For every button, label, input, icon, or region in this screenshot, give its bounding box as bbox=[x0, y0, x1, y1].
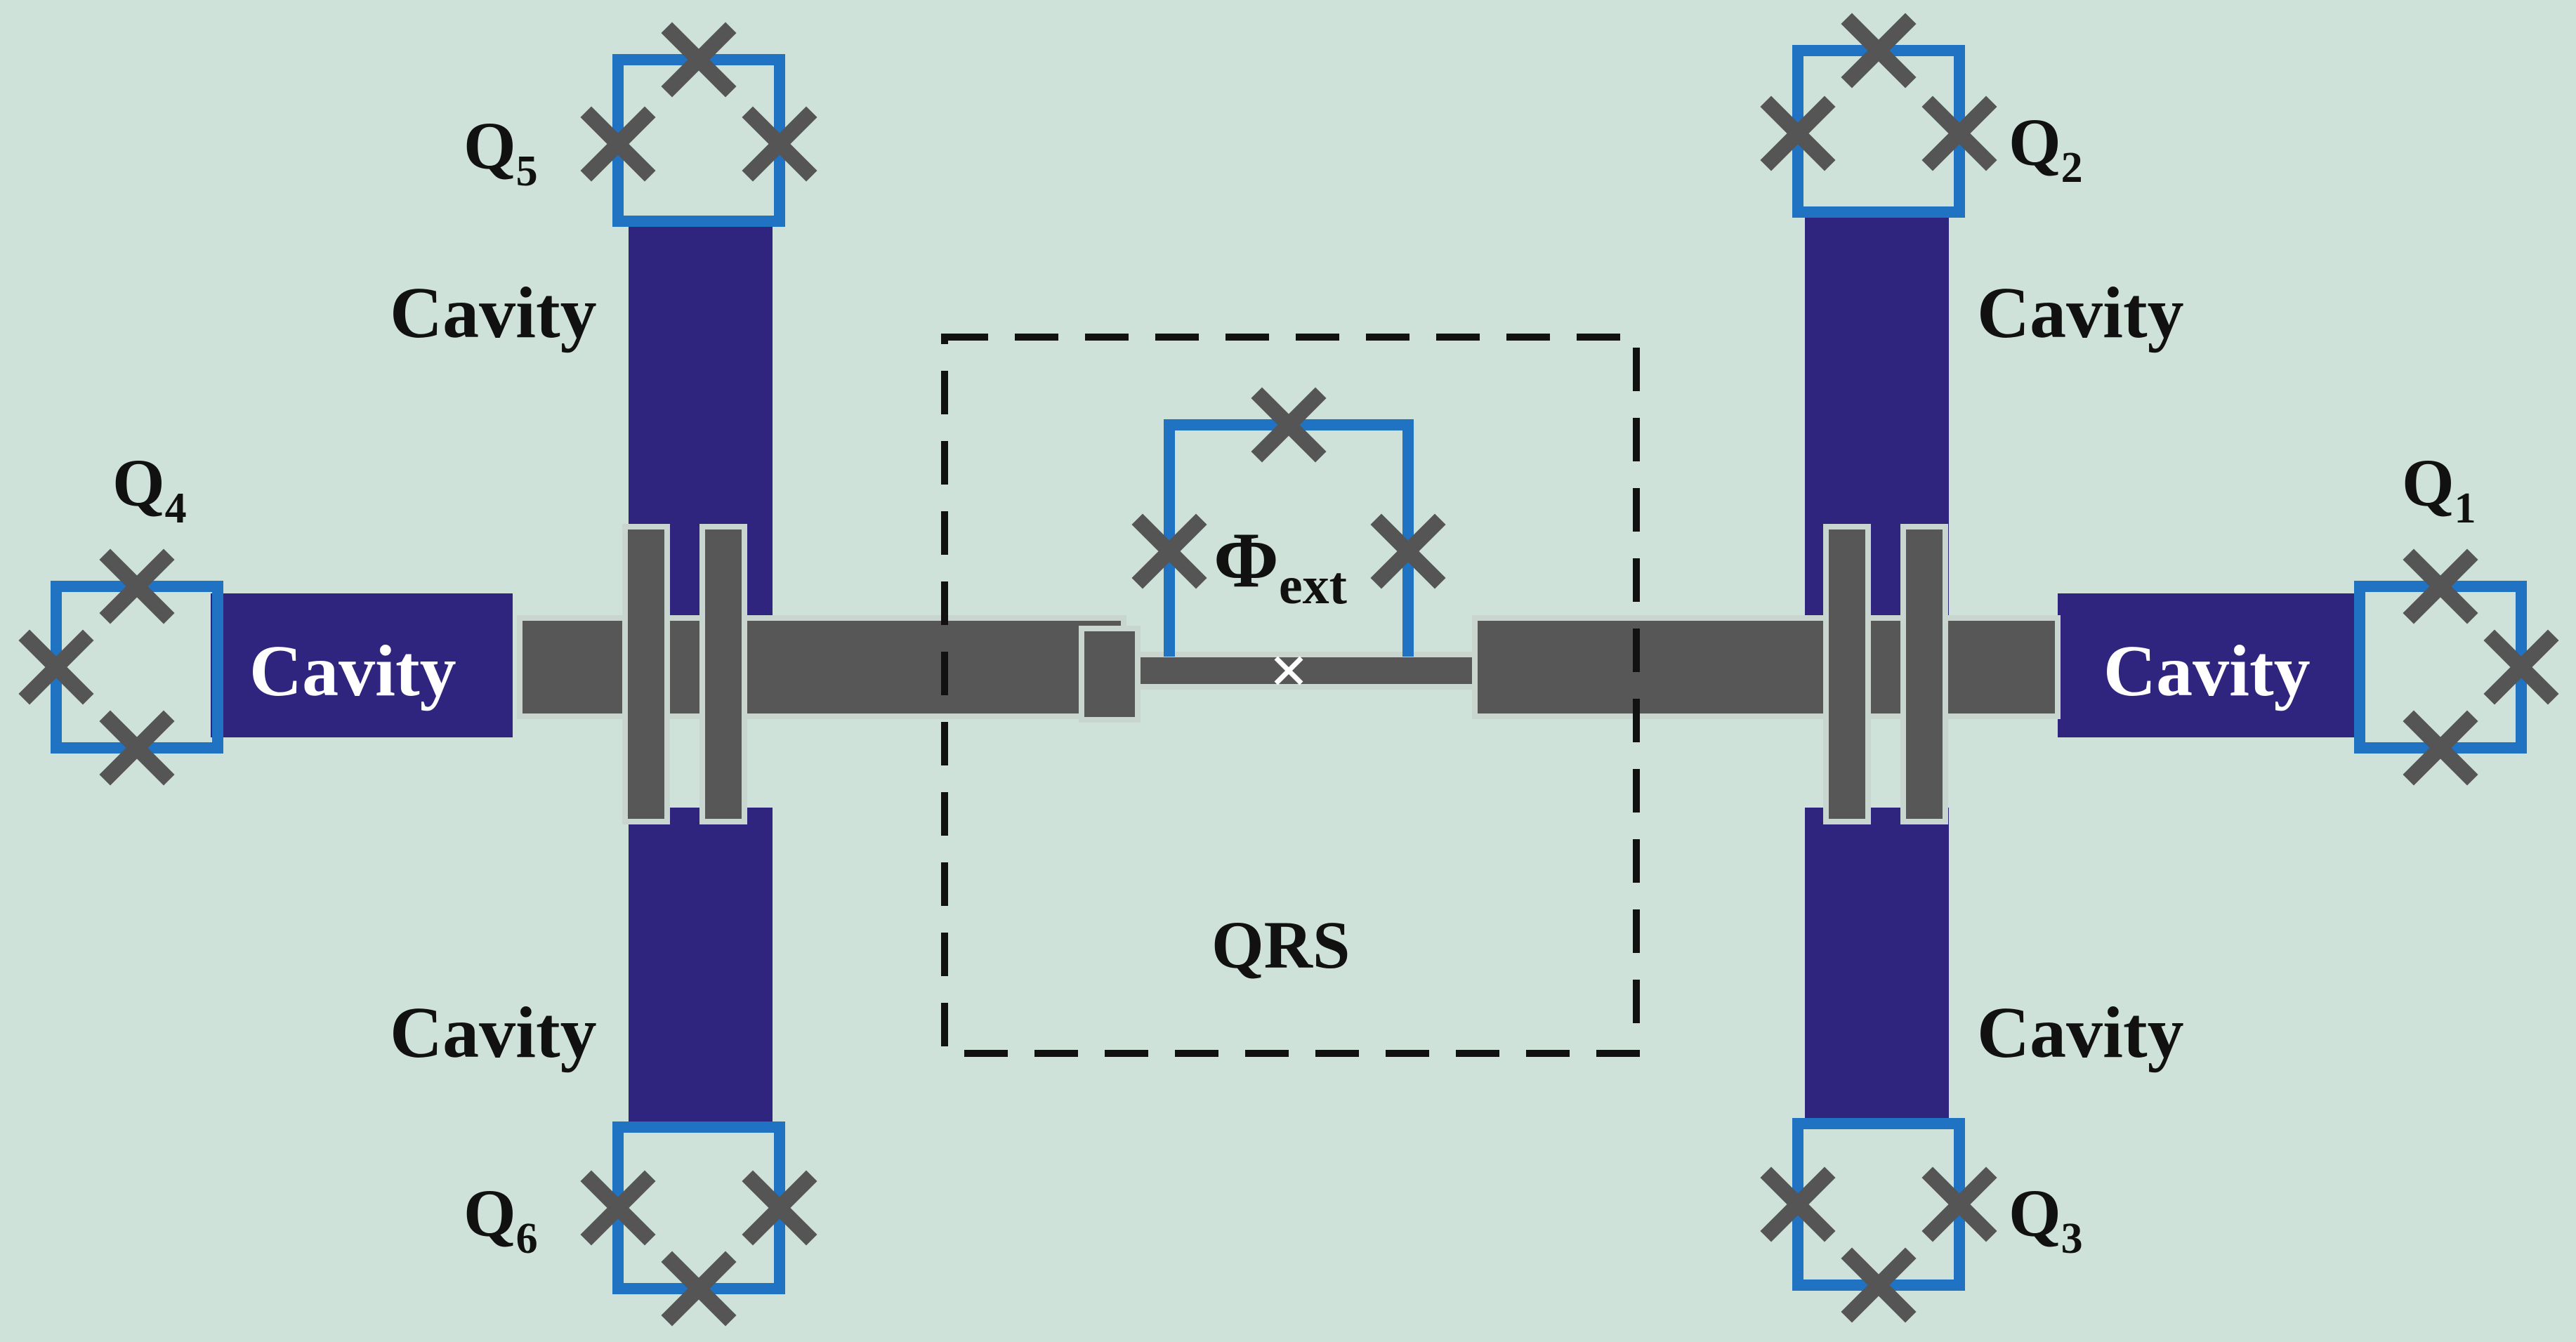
coupler-structures bbox=[517, 524, 2061, 824]
cross-mark-icon bbox=[1921, 96, 1997, 171]
q5-label: Q5 bbox=[464, 108, 538, 195]
cross-mark-icon bbox=[99, 710, 175, 786]
qrs-label: QRS bbox=[1211, 907, 1350, 982]
cross-mark-icon bbox=[1370, 513, 1446, 589]
coupler-right bbox=[1472, 524, 2061, 824]
cavity-label-top-right: Cavity bbox=[1977, 272, 2184, 353]
cavity-strip-bottom-right bbox=[1805, 808, 1949, 1124]
cavity-strip-right bbox=[2058, 593, 2356, 737]
cross-mark-icon bbox=[1841, 1247, 1917, 1323]
cross-mark-icon bbox=[742, 106, 817, 182]
cross-mark-icon bbox=[2483, 629, 2559, 705]
cavity-strip-bottom-left bbox=[629, 808, 773, 1124]
q2-label: Q2 bbox=[2009, 105, 2083, 192]
cross-mark-icon bbox=[742, 1170, 817, 1246]
cross-mark-icon bbox=[2403, 548, 2478, 624]
q4-label: Q4 bbox=[112, 445, 187, 532]
cross-mark-icon bbox=[661, 1251, 737, 1327]
cavity-strip-left bbox=[211, 593, 513, 737]
cross-mark-icon bbox=[1274, 656, 1303, 685]
cross-mark-icon bbox=[1760, 1166, 1836, 1242]
qrs-region-box bbox=[941, 334, 1640, 1057]
cavity-label-bottom-right: Cavity bbox=[1977, 992, 2184, 1073]
cross-mark-icon bbox=[2403, 710, 2478, 786]
cavity-label-left: Cavity bbox=[249, 631, 456, 711]
cross-mark-icon bbox=[661, 22, 737, 98]
coupler-center-pad bbox=[1079, 626, 1141, 723]
cross-mark-icon bbox=[18, 629, 94, 705]
cross-mark-icon bbox=[1251, 387, 1327, 463]
cavity-label-right: Cavity bbox=[2103, 631, 2311, 711]
q3-label: Q3 bbox=[2009, 1176, 2083, 1263]
josephson-junctions bbox=[18, 13, 2559, 1327]
cross-mark-icon bbox=[580, 1170, 656, 1246]
cavity-label-top-left: Cavity bbox=[390, 272, 597, 353]
cavity-label-bottom-left: Cavity bbox=[390, 992, 597, 1073]
cross-mark-icon bbox=[1131, 513, 1207, 589]
cross-mark-icon bbox=[580, 106, 656, 182]
flux-label: Φext bbox=[1214, 517, 1347, 615]
cross-mark-icon bbox=[1760, 96, 1836, 171]
cross-mark-icon bbox=[99, 548, 175, 624]
q1-label: Q1 bbox=[2402, 445, 2476, 532]
cross-mark-icon bbox=[1841, 13, 1917, 88]
cross-mark-icon bbox=[1921, 1166, 1997, 1242]
q6-label: Q6 bbox=[464, 1176, 538, 1263]
